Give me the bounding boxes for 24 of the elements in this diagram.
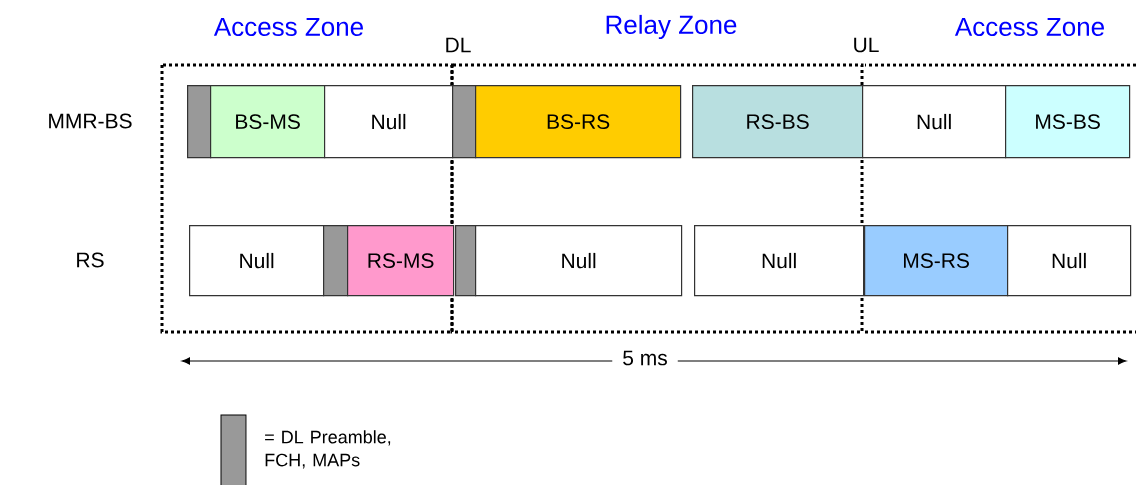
slot-box: Null <box>189 225 325 297</box>
preamble-bar <box>187 85 212 159</box>
row-label: MMR-BS <box>49 113 132 129</box>
slot-box: Null <box>862 85 1007 159</box>
dimension-label: 5 ms <box>612 347 678 369</box>
preamble-bar <box>323 225 349 297</box>
preamble-bar <box>455 225 477 297</box>
slot-box: MS-RS <box>864 225 1009 297</box>
slot-box: BS-RS <box>475 85 682 159</box>
slot-box: RS-MS <box>347 225 455 297</box>
boundary-label: DL <box>446 37 471 53</box>
slot-box: Null <box>475 225 683 297</box>
slot-box: MS-BS <box>1005 85 1131 159</box>
legend-text: = DL Preamble, FCH, MAPs <box>265 430 391 469</box>
slot-box: Null <box>324 85 454 159</box>
row-label: RS <box>77 252 104 268</box>
node-label: Access Zone <box>213 17 363 37</box>
slot-box: Null <box>1007 225 1132 297</box>
slot-box: BS-MS <box>210 85 326 159</box>
node-label: Relay Zone <box>606 14 737 40</box>
preamble-bar <box>452 85 477 159</box>
boundary-label: UL <box>854 37 879 53</box>
slot-box: Null <box>694 225 865 297</box>
slot-box: RS-BS <box>692 85 864 159</box>
